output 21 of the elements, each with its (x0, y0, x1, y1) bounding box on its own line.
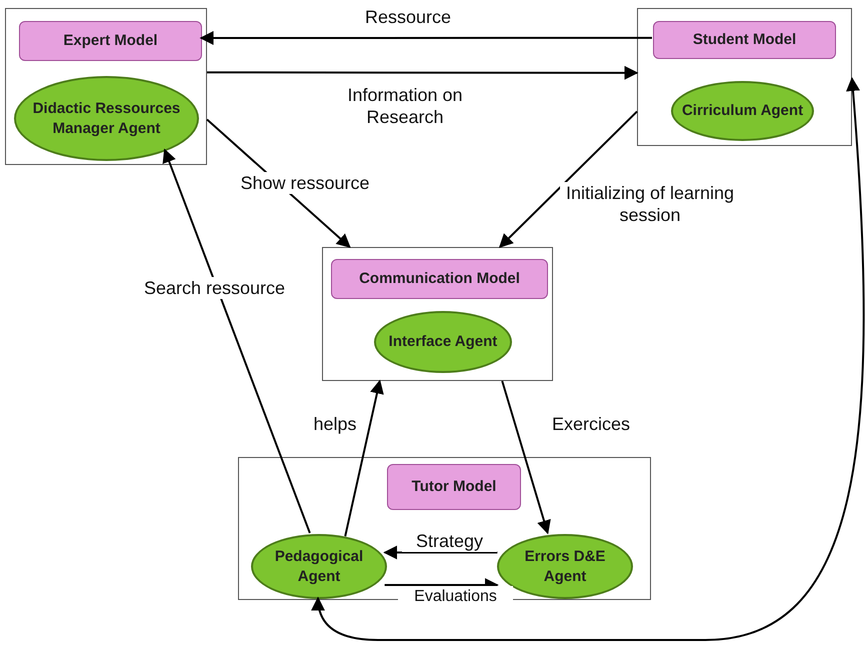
model-label: Expert Model (19, 21, 202, 61)
model-panel (322, 247, 553, 381)
model-label: Student Model (653, 21, 836, 59)
model-panel (238, 457, 651, 600)
agent-ellipse: Errors D&E Agent (497, 534, 633, 599)
arrow (501, 380, 551, 534)
arrow (200, 31, 652, 45)
model-panel (637, 8, 852, 146)
arrow (344, 380, 384, 536)
arrow (207, 66, 638, 80)
agent-ellipse: Didactic Ressources Manager Agent (14, 76, 199, 161)
arrow (312, 76, 865, 641)
model-label: Tutor Model (387, 464, 521, 510)
agent-ellipse: Interface Agent (374, 311, 512, 373)
arrow (498, 110, 638, 248)
arrow (383, 546, 498, 560)
model-panel (5, 8, 207, 165)
agent-ellipse: Pedagogical Agent (251, 534, 387, 599)
model-label: Communication Model (331, 259, 548, 299)
arrow (162, 148, 311, 534)
agent-ellipse: Cirriculum Agent (671, 81, 814, 141)
